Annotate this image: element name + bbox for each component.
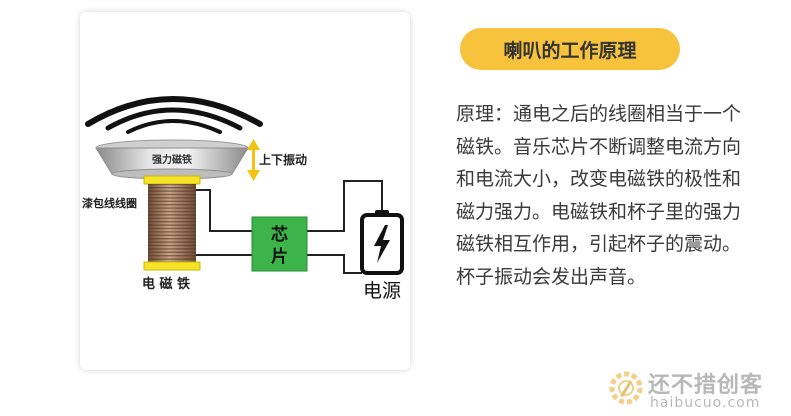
title-pill: 喇叭的工作原理 <box>460 28 680 70</box>
coil-label: 漆包线线圈 <box>82 196 137 210</box>
speaker-diagram: 强力磁铁 上下振动 漆包线线圈 电 磁 铁 芯 片 电源 <box>82 96 404 302</box>
lightning-icon <box>374 225 390 263</box>
electromagnet-label: 电 磁 铁 <box>142 276 190 292</box>
wires <box>196 180 383 274</box>
vibration-label: 上下振动 <box>259 152 307 167</box>
music-chip: 芯 片 <box>251 216 308 272</box>
sound-wave-inner <box>126 119 222 134</box>
panel-title: 喇叭的工作原理 <box>503 39 637 62</box>
strong-magnet: 强力磁铁 <box>95 139 249 180</box>
watermark-gear-icon <box>609 371 643 405</box>
vibration-arrow-icon <box>247 139 260 181</box>
diagram-card <box>80 12 410 370</box>
sound-waves <box>85 96 263 134</box>
sound-wave-middle <box>105 107 243 131</box>
wire-chip-to-battery-bottom <box>307 254 362 274</box>
battery-icon <box>360 210 404 275</box>
principle-description: 原理：通电之后的线圈相当于一个磁铁。音乐芯片不断调整电流方向和电流大小，改变电磁… <box>456 103 742 288</box>
wire-coil-to-chip-top <box>196 189 252 232</box>
power-label: 电源 <box>363 280 401 302</box>
wire-chip-to-battery-top <box>307 180 383 232</box>
chip-label-line1: 芯 <box>271 224 288 245</box>
sound-wave-outer <box>85 96 263 127</box>
electromagnet-coil <box>143 175 201 271</box>
watermark-url: haibucuo.com <box>650 395 761 411</box>
chip-label-line2: 片 <box>271 246 288 267</box>
watermark-brand: 还不措创客 <box>648 373 764 398</box>
magnet-label: 强力磁铁 <box>152 153 192 166</box>
